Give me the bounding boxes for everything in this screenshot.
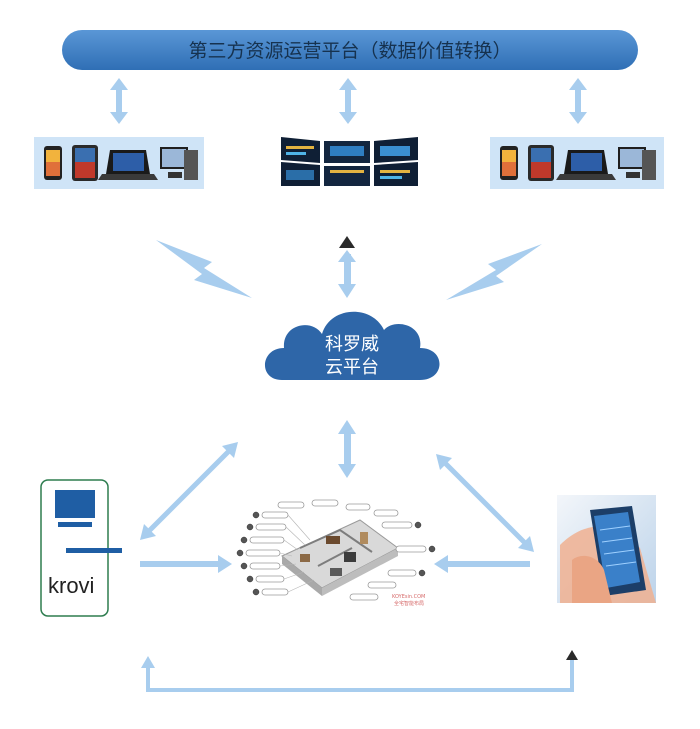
smartphone-icon <box>44 146 62 180</box>
tablet-icon <box>528 145 554 181</box>
arrow-bar-to-right-group <box>569 78 587 124</box>
cloud-title-line1: 科罗威 <box>325 334 379 355</box>
desktop-pc-icon <box>160 147 198 180</box>
arrow-cloud-to-krovi-device <box>140 442 238 540</box>
floorplan-annotation: KOYEsin.COM <box>392 594 425 600</box>
krovi-screen <box>55 490 95 518</box>
krovi-control-panel: krovi <box>40 479 122 617</box>
right-device-group <box>490 137 664 189</box>
cloud-title-line2: 云平台 <box>325 357 379 378</box>
smartphone-icon <box>500 146 518 180</box>
arrow-cloud-to-floorplan <box>338 420 356 478</box>
platform-bar: 第三方资源运营平台（数据价值转换） <box>62 30 638 70</box>
left-device-group <box>34 137 204 189</box>
cloud-platform: 科罗威 云平台 <box>264 311 440 380</box>
arrow-krovi-to-floorplan <box>140 555 232 573</box>
arrow-bar-to-left-group <box>110 78 128 124</box>
arrow-cloud-to-center-screens <box>338 236 356 298</box>
tablet-icon <box>72 145 98 181</box>
phone-in-hand-photo <box>557 495 656 603</box>
krovi-brand: krovi <box>48 573 94 598</box>
floorplan-leader-lines-left <box>279 514 315 593</box>
arrow-phone-to-floorplan <box>434 555 530 573</box>
dashboard-screens-icon <box>281 137 418 186</box>
arrow-cloud-to-phone <box>436 454 534 552</box>
smart-home-floorplan: KOYEsin.COM 全宅智能布局 <box>236 499 436 607</box>
desktop-pc-icon <box>618 147 656 180</box>
wireless-bolt-left <box>156 240 252 298</box>
wireless-bolt-right <box>446 244 542 300</box>
floorplan-annotation-sub: 全宅智能布局 <box>394 600 424 607</box>
laptop-icon <box>556 150 616 180</box>
floorplan-labels-top <box>277 499 399 517</box>
arrow-bar-to-center-group <box>339 78 357 124</box>
return-connector <box>141 650 578 692</box>
laptop-icon <box>98 150 158 180</box>
floorplan-device-icons <box>236 511 436 596</box>
floorplan-labels-right <box>349 521 427 601</box>
krovi-bar <box>66 548 122 553</box>
platform-title: 第三方资源运营平台（数据价值转换） <box>188 40 511 62</box>
